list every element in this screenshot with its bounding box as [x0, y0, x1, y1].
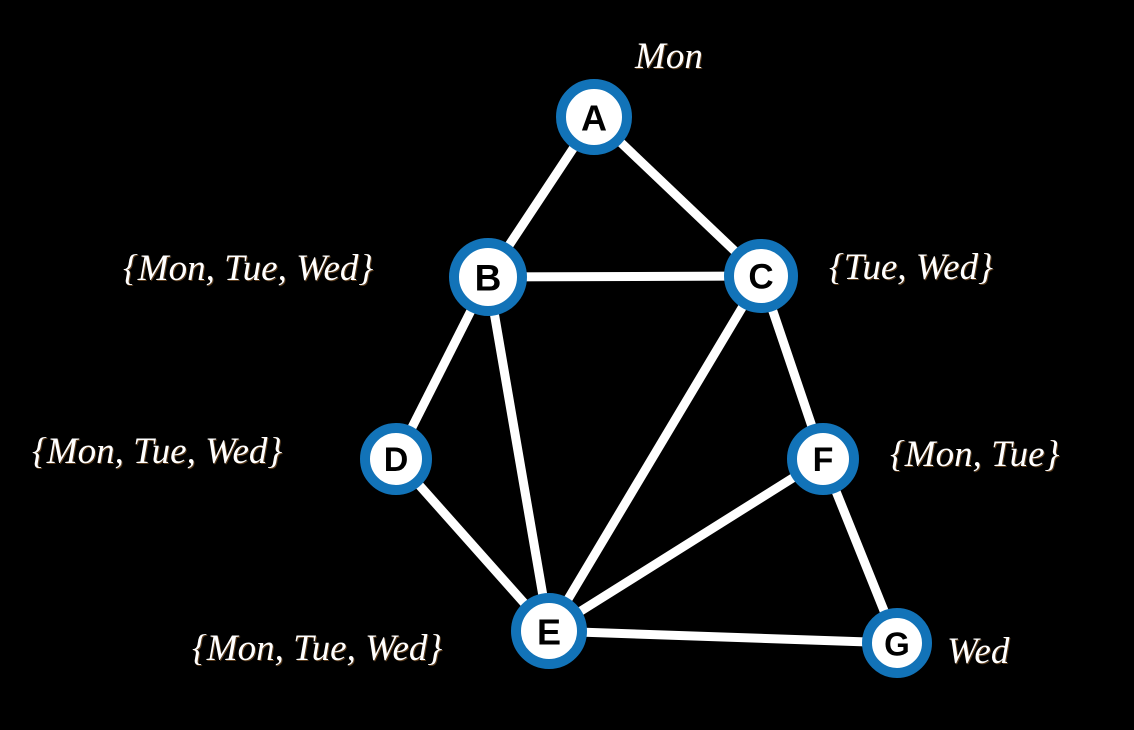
node-c[interactable]: C	[724, 239, 798, 313]
edge-e-f	[546, 455, 826, 635]
domain-label-f: {Mon, Tue}	[890, 434, 1060, 475]
node-circle-e	[511, 593, 587, 669]
node-e[interactable]: E	[511, 593, 587, 669]
node-a[interactable]: A	[556, 79, 632, 155]
node-label-b: B	[475, 258, 502, 299]
node-label-a: A	[581, 98, 607, 139]
edge-a-c	[590, 113, 765, 280]
node-circle-f	[787, 423, 859, 495]
edge-b-e	[483, 276, 554, 632]
node-label-d: D	[384, 441, 409, 479]
domain-label-b: {Mon, Tue, Wed}	[123, 248, 374, 289]
domain-label-c: {Tue, Wed}	[829, 247, 993, 288]
node-circle-g	[862, 608, 932, 678]
node-b[interactable]: B	[449, 238, 527, 316]
domain-label-a: Mon	[635, 36, 703, 77]
domain-label-g: Wed	[947, 631, 1010, 672]
edges-layer	[391, 113, 902, 648]
domain-label-e: {Mon, Tue, Wed}	[192, 628, 443, 669]
edge-e-g	[548, 626, 898, 648]
node-label-e: E	[537, 612, 561, 653]
edge-c-e	[545, 273, 765, 634]
node-label-c: C	[748, 258, 773, 297]
node-circle-a	[556, 79, 632, 155]
edge-d-e	[392, 456, 553, 634]
node-f[interactable]: F	[787, 423, 859, 495]
node-label-g: G	[884, 626, 910, 663]
node-label-f: F	[813, 441, 834, 479]
node-circle-c	[724, 239, 798, 313]
nodes-layer: A B C D E F G	[360, 79, 932, 678]
edge-b-c	[487, 271, 762, 282]
node-circle-b	[449, 238, 527, 316]
node-d[interactable]: D	[360, 423, 432, 495]
node-circle-d	[360, 423, 432, 495]
domain-label-d: {Mon, Tue, Wed}	[32, 431, 283, 472]
node-g[interactable]: G	[862, 608, 932, 678]
